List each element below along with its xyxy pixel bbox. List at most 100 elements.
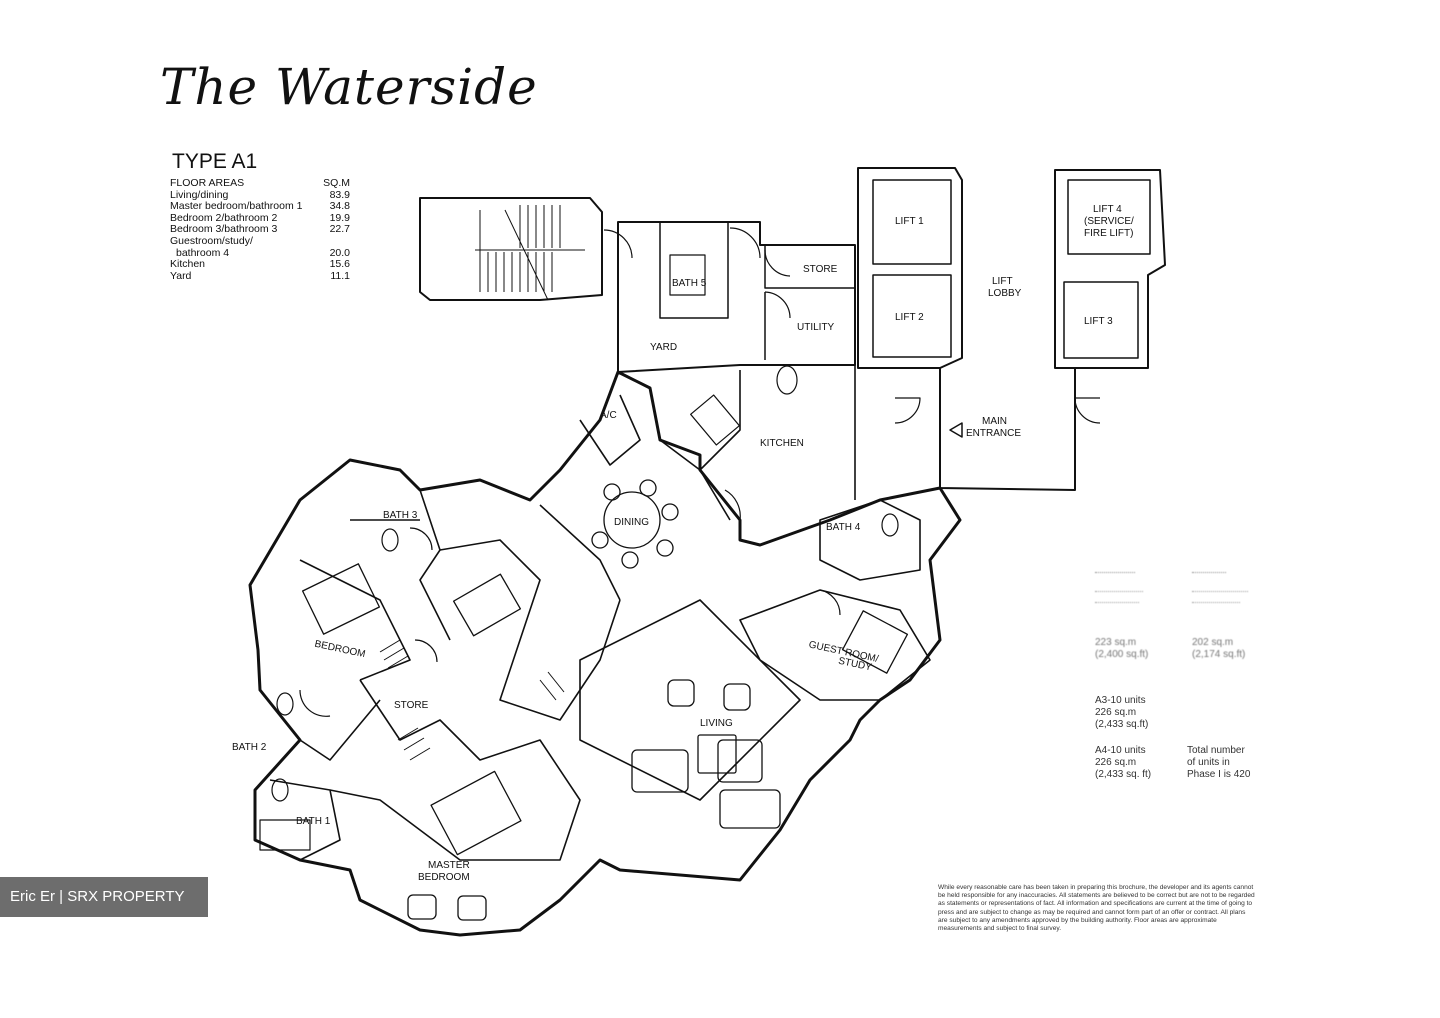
bedroom-label: BEDROOM: [314, 639, 367, 661]
lift-lobby-label-2: LOBBY: [988, 288, 1022, 299]
unit-a4-block: A4-10 units 226 sq.m (2,433 sq. ft): [1095, 745, 1151, 781]
schedule-row-label: Master bedroom/bathroom 1: [170, 200, 303, 213]
blur-line: [1192, 585, 1248, 592]
unit-a1-area-sqm: 223 sq.m: [1095, 637, 1137, 648]
brand-title: The Waterside: [160, 58, 538, 116]
lift-4-label-fire: FIRE LIFT): [1084, 228, 1133, 239]
entrance-arrow: [949, 422, 963, 438]
main-entrance-label: MAIN: [982, 416, 1007, 427]
bed-guest: [841, 610, 909, 674]
lift-3-car: [1063, 281, 1139, 359]
schedule-row: Bedroom 3/bathroom 3 22.7: [170, 224, 350, 236]
stair-treads: [475, 205, 585, 301]
unit-a3-title: A3-10 units: [1095, 695, 1146, 706]
unit-summary-blurred-lines: [1192, 565, 1248, 603]
schedule-row-value: 11.1: [330, 269, 350, 282]
lift-3-label: LIFT 3: [1084, 316, 1113, 327]
schedule-row-value: 19.9: [329, 211, 350, 224]
lift-shaft-east: [1054, 169, 1166, 369]
unit-b-area-sqft: (2,174 sq.ft): [1192, 649, 1246, 660]
unit-a3-area-sqft: (2,433 sq.ft): [1095, 719, 1149, 730]
total-units-block: Total number of units in Phase I is 420: [1187, 745, 1250, 781]
apartment-outline: [248, 370, 962, 937]
watermark: Eric Er | SRX PROPERTY: [0, 877, 208, 917]
floor-area-schedule: FLOOR AREAS SQ.M Living/dining 83.9 Maste…: [170, 177, 350, 283]
disclaimer-text: While every reasonable care has been tak…: [938, 884, 1255, 933]
bath-5-label: BATH 5: [672, 278, 707, 289]
store-wall: [764, 245, 855, 289]
schedule-row-label: Bedroom 3/bathroom 3: [170, 223, 278, 236]
total-units-line-3: Phase I is 420: [1187, 769, 1251, 780]
schedule-row-value: 15.6: [329, 258, 350, 271]
lift-2-car: [872, 274, 952, 358]
schedule-row: Yard 11.1: [170, 269, 350, 283]
living-label: LIVING: [700, 718, 733, 729]
schedule-header-label: FLOOR AREAS: [170, 177, 245, 189]
bath-3-label: BATH 3: [383, 510, 418, 521]
schedule-row: Living/dining 83.9: [170, 188, 350, 202]
unit-summary-b-block: 202 sq.m (2,174 sq.ft): [1192, 565, 1248, 661]
lift-lobby-label: LIFT: [992, 276, 1013, 287]
stair-core: [419, 197, 603, 301]
living-furniture: [631, 679, 781, 829]
schedule-row-label: Guestroom/study/: [170, 234, 253, 247]
master-bedroom-label: MASTER: [428, 860, 470, 871]
lift-1-label: LIFT 1: [895, 216, 924, 227]
schedule-row: Bedroom 2/bathroom 2 19.9: [170, 211, 350, 225]
schedule-row-label: Living/dining: [170, 188, 229, 201]
lobby-wall: [939, 368, 1076, 491]
lift-4-car: [1067, 179, 1151, 255]
unit-b-area-sqm: 202 sq.m: [1192, 637, 1234, 648]
dining-label: DINING: [614, 517, 649, 528]
unit-type-heading: TYPE A1: [172, 150, 258, 173]
lift-4-label: LIFT 4: [1093, 204, 1122, 215]
schedule-row: Kitchen 15.6: [170, 259, 350, 271]
schedule-row-value: 83.9: [329, 188, 350, 201]
lift-4-label-service: (SERVICE/: [1084, 216, 1134, 227]
bath-4-label: BATH 4: [826, 522, 861, 533]
schedule-header: FLOOR AREAS SQ.M: [170, 177, 350, 190]
internal-walls: [269, 365, 931, 861]
blur-line: [1095, 596, 1139, 603]
lift-shaft-west: [857, 167, 963, 369]
unit-a3-area-sqm: 226 sq.m: [1095, 707, 1137, 718]
ac-label: A/C: [600, 410, 617, 421]
store-label: STORE: [803, 264, 838, 275]
total-units-line-2: of units in: [1187, 757, 1230, 768]
lift-1-car: [872, 179, 952, 265]
dining-set: [591, 479, 679, 569]
schedule-row-value: 20.0: [329, 246, 350, 259]
schedule-row-value: 22.7: [329, 223, 350, 236]
blur-line: [1095, 565, 1135, 573]
total-units-line-1: Total number: [1187, 745, 1245, 756]
schedule-row-label: Bedroom 2/bathroom 2: [170, 211, 278, 224]
schedule-row-label: Yard: [170, 269, 192, 282]
sanitary-fixtures: [259, 254, 899, 851]
yard-label: YARD: [650, 342, 677, 353]
doors: [299, 227, 1101, 717]
unit-a1-area-sqft: (2,400 sq.ft): [1095, 649, 1149, 660]
service-block-wall: [617, 221, 856, 373]
main-entrance-label-2: ENTRANCE: [966, 428, 1021, 439]
utility-label: UTILITY: [797, 322, 835, 333]
schedule-row-label: Kitchen: [170, 258, 206, 271]
kitchen-label: KITCHEN: [760, 438, 804, 449]
bed-master: [407, 770, 522, 921]
blur-line: [1095, 585, 1143, 592]
unit-a3-block: A3-10 units 226 sq.m (2,433 sq.ft): [1095, 695, 1148, 731]
unit-summary-blurred-lines: [1095, 565, 1148, 603]
wardrobe-hatch: [379, 639, 565, 761]
master-bedroom-label-2: BEDROOM: [418, 872, 470, 883]
blur-line: [1192, 596, 1240, 603]
unit-summary-a1-block: 223 sq.m (2,400 sq.ft): [1095, 565, 1148, 661]
blur-line: [1192, 565, 1226, 573]
unit-a4-area-sqft: (2,433 sq. ft): [1095, 769, 1152, 780]
bath-1-label: BATH 1: [296, 816, 331, 827]
schedule-row: Guestroom/study/: [170, 234, 350, 248]
bed-bedroom-2: [452, 573, 522, 637]
unit-a4-area-sqm: 226 sq.m: [1095, 757, 1137, 768]
bath-2-label: BATH 2: [232, 742, 267, 753]
